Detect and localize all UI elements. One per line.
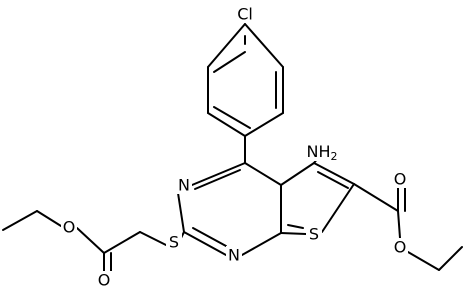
o-left-carbonyl-bg <box>96 271 112 289</box>
bond-ring-4-inner <box>213 106 251 129</box>
left-ester-ether-o-label: O <box>63 218 76 237</box>
bond-c4-n3 <box>191 162 246 186</box>
bond-c4a-c4 <box>244 162 282 186</box>
n-upper-label-bg <box>176 176 192 194</box>
bond-layer <box>2 23 463 272</box>
bond-ch2-carbonyl <box>103 231 141 254</box>
bond-c4a-c5 <box>280 162 315 186</box>
thiophene-s-label: S <box>309 225 319 244</box>
amino-group-label: NH2 <box>307 142 338 163</box>
bond-ch2-ch3 <box>438 246 463 271</box>
o-right-ether-bg <box>392 238 408 256</box>
bond-s-ch2 <box>139 231 167 246</box>
cl-label-bg <box>235 5 255 23</box>
amino-label-bg <box>310 141 342 161</box>
bond-cl-ring <box>244 23 284 68</box>
bond-ring-6-inner <box>213 51 246 73</box>
bond-carbonyl-o-ether <box>76 227 105 254</box>
amino-subscript: 2 <box>331 150 338 163</box>
bond-ring-3 <box>244 112 284 137</box>
bond-c5-c6 <box>313 162 355 185</box>
bond-ring-1 <box>207 23 246 68</box>
thioether-s-label: S <box>169 233 179 252</box>
bond-c-o-ether <box>397 210 401 239</box>
bond-ch2-ch3-left <box>2 210 38 231</box>
bond-ring-4 <box>207 112 246 137</box>
bond-c2-n1 <box>183 231 227 256</box>
bond-c4-n3-inner <box>194 169 241 190</box>
bond-c7a-s-inner <box>287 224 304 229</box>
n-lower-label-bg <box>226 246 242 264</box>
left-ester-carbonyl-o-label: O <box>98 271 111 290</box>
o-right-carbonyl-bg <box>392 170 408 188</box>
bond-c2-n1-inner <box>192 227 227 247</box>
bond-c5-c6-inner <box>317 171 349 189</box>
right-ester-carbonyl-o-label: O <box>394 170 407 189</box>
amino-nh-text: NH <box>307 142 331 161</box>
chlorine-atom-label: Cl <box>237 5 253 24</box>
bond-n3-c2 <box>177 192 185 233</box>
pyrimidine-n-upper-label: N <box>178 176 190 195</box>
bond-c6-s <box>321 183 355 233</box>
right-ester-ether-o-label: O <box>394 238 407 257</box>
atom-label-layer: Cl NH2 N N S S O O O O <box>61 5 408 290</box>
o-left-ether-bg <box>61 218 77 236</box>
pyrimidine-n-lower-label: N <box>228 246 240 265</box>
s-thioether-label-bg <box>166 233 182 251</box>
bond-o-ch2 <box>407 251 440 271</box>
bond-s-c7a <box>280 232 307 235</box>
s-ring-label-bg <box>306 225 322 243</box>
bond-c6-carbonyl-c <box>353 183 399 212</box>
bond-n1-c7a <box>241 232 282 256</box>
bond-o-ch2-left <box>36 210 62 227</box>
